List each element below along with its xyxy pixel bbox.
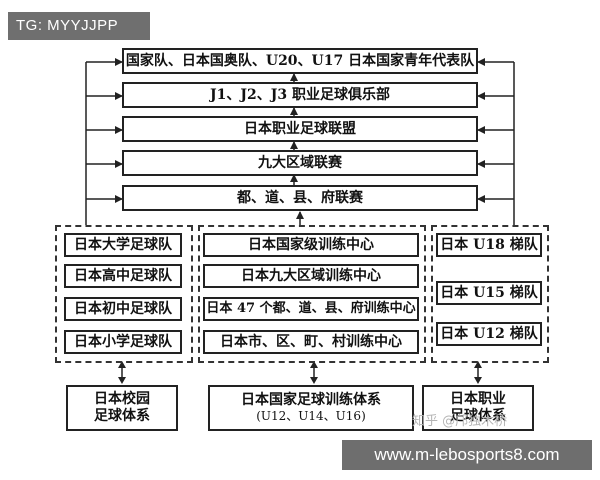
list-item: 日本国家级训练中心 — [203, 233, 419, 257]
system-label-line: 日本校园 — [94, 391, 150, 408]
school-group — [55, 225, 193, 363]
list-item: 日本市、区、町、村训练中心 — [203, 330, 419, 354]
list-item: 日本初中足球队 — [64, 297, 182, 321]
training-group — [198, 225, 426, 363]
national-training-system: 日本国家足球训练体系 (U12、U14、U16) — [208, 385, 414, 431]
tier-pro-clubs: J1、J2、J3 职业足球俱乐部 — [122, 82, 478, 108]
system-label-line: 日本职业 — [450, 391, 506, 408]
system-age-range: (U12、U14、U16) — [256, 409, 366, 424]
system-label-line: 足球体系 — [450, 408, 506, 424]
system-label-line: 日本国家足球训练体系 — [241, 392, 381, 409]
list-item: 日本 U18 梯队 — [436, 233, 542, 257]
school-football-system: 日本校园 足球体系 — [66, 385, 178, 431]
tier-nine-region-league: 九大区域联赛 — [122, 150, 478, 176]
list-item: 日本九大区域训练中心 — [203, 264, 419, 288]
tier-national-teams: 国家队、日本国奥队、U20、U17 日本国家青年代表队 — [122, 48, 478, 74]
tier-prefecture-league: 都、道、县、府联赛 — [122, 185, 478, 211]
url-banner: www.m-lebosports8.com — [342, 440, 592, 470]
list-item: 日本 47 个都、道、县、府训练中心 — [203, 297, 419, 321]
pro-football-system: 日本职业 足球体系 — [422, 385, 534, 431]
list-item: 日本 U12 梯队 — [436, 322, 542, 346]
tier-pro-league: 日本职业足球联盟 — [122, 116, 478, 142]
corner-tag: TG: MYYJJPP — [8, 12, 150, 40]
system-label-line: 足球体系 — [94, 408, 150, 424]
list-item: 日本高中足球队 — [64, 264, 182, 288]
watermark: 知乎 @邝独木桥 — [412, 414, 508, 429]
list-item: 日本大学足球队 — [64, 233, 182, 257]
list-item: 日本 U15 梯队 — [436, 281, 542, 305]
youth-group — [431, 225, 549, 363]
list-item: 日本小学足球队 — [64, 330, 182, 354]
